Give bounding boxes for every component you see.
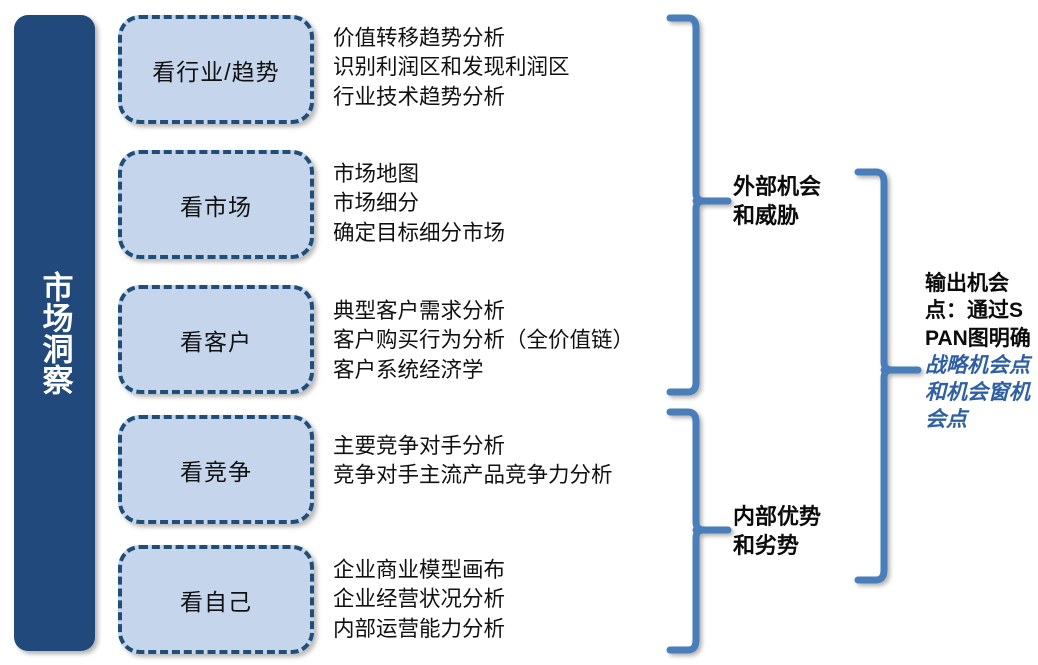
- bracket-output: [854, 168, 896, 584]
- group-label-external: 外部机会 和威胁: [733, 172, 821, 230]
- stage-box-label: 看市场: [180, 193, 252, 220]
- stage-box-label: 看自己: [180, 588, 252, 615]
- detail-line: 市场地图: [333, 162, 420, 186]
- detail-line: 主要竞争对手分析: [333, 434, 506, 458]
- stage-details-customer: 典型客户需求分析 客户购买行为分析（全价值链） 客户系统经济学: [333, 297, 634, 385]
- detail-line: 市场细分: [333, 191, 420, 216]
- group-label-internal: 内部优势 和劣势: [733, 502, 821, 560]
- detail-line: 竞争对手主流产品竞争力分析: [333, 463, 613, 488]
- detail-line: 典型客户需求分析: [333, 299, 506, 323]
- detail-line: 行业技术趋势分析: [333, 84, 506, 109]
- group-label-line: 外部机会: [733, 174, 822, 199]
- stage-box-industry-trend[interactable]: 看行业/趋势: [118, 15, 314, 124]
- output-summary-text: 输出机会点：通过SPAN图明确战略机会点和机会窗机会点: [925, 270, 1037, 434]
- stage-box-self[interactable]: 看自己: [118, 545, 314, 654]
- stage-box-customer[interactable]: 看客户: [118, 285, 314, 394]
- stage-box-label: 看竞争: [180, 458, 252, 485]
- group-label-line: 和威胁: [733, 203, 800, 229]
- group-label-line: 内部优势: [733, 504, 822, 529]
- detail-line: 内部运营能力分析: [333, 616, 506, 641]
- output-emphasis: 战略机会点和机会窗机会点: [925, 353, 1030, 432]
- stage-details-self: 企业商业模型画布 企业经营状况分析 内部运营能力分析: [333, 556, 505, 644]
- detail-line: 确定目标细分市场: [333, 220, 506, 245]
- stage-details-market: 市场地图 市场细分 确定目标细分市场: [333, 160, 505, 248]
- detail-line: 识别利润区和发现利润区: [333, 55, 570, 80]
- detail-line: 企业经营状况分析: [333, 587, 506, 612]
- stage-box-competition[interactable]: 看竞争: [118, 415, 314, 524]
- spine-label: 市场洞察: [37, 271, 73, 395]
- spine-market-insight: 市场洞察: [14, 15, 95, 651]
- detail-line: 客户系统经济学: [333, 357, 484, 382]
- stage-box-market[interactable]: 看市场: [118, 150, 314, 259]
- output-prefix: 输出机会点：通过SPAN图明确: [925, 272, 1031, 350]
- bracket-internal: [666, 408, 708, 654]
- bracket-external: [666, 14, 708, 396]
- stage-details-industry-trend: 价值转移趋势分析 识别利润区和发现利润区 行业技术趋势分析: [333, 24, 570, 112]
- stage-box-label: 看客户: [180, 328, 252, 355]
- group-label-line: 和劣势: [733, 533, 800, 559]
- detail-line: 客户购买行为分析（全价值链）: [333, 328, 635, 353]
- detail-line: 价值转移趋势分析: [333, 26, 506, 50]
- stage-box-label: 看行业/趋势: [152, 58, 280, 85]
- detail-line: 企业商业模型画布: [333, 558, 506, 582]
- stage-details-competition: 主要竞争对手分析 竞争对手主流产品竞争力分析: [333, 432, 613, 491]
